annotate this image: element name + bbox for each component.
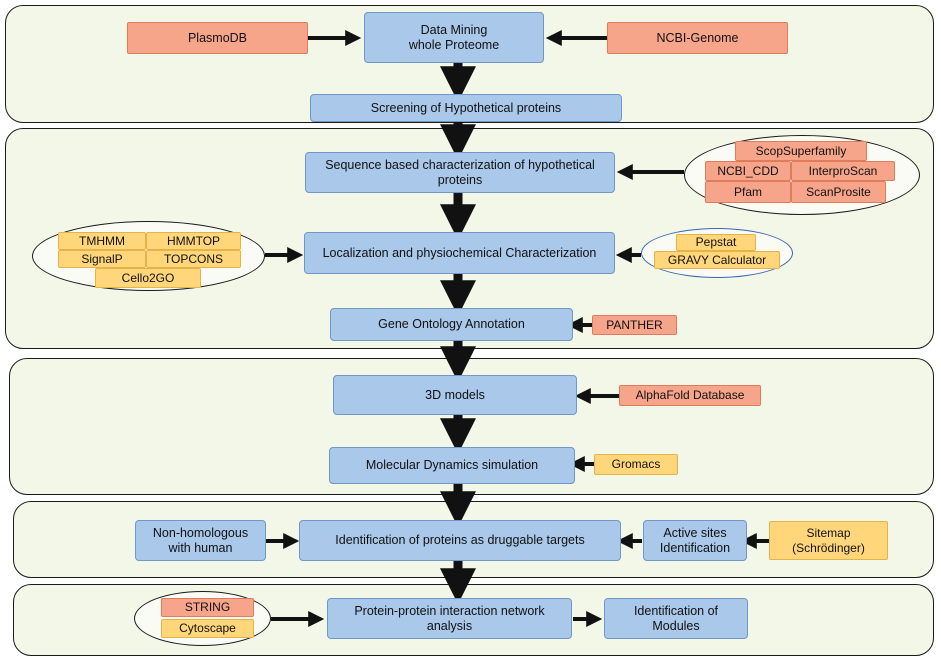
tmhmm-box: TMHMM <box>58 232 146 250</box>
cytoscape-box: Cytoscape <box>161 619 254 638</box>
signalp-label: SignalP <box>81 251 123 266</box>
localization-label: Localization and physiochemical Characte… <box>322 245 597 260</box>
seq-char-label-line1: Sequence based characterization of hypot… <box>325 157 595 172</box>
localization-box: Localization and physiochemical Characte… <box>304 232 615 274</box>
ncbi-genome-label: NCBI-Genome <box>656 30 739 45</box>
pepstat-box: Pepstat <box>676 234 756 251</box>
scanprosite-box: ScanProsite <box>791 181 886 203</box>
sitemap-box: Sitemap(Schrödinger) <box>769 521 888 560</box>
data-mining-label-line1: Data Mining <box>420 22 488 37</box>
panther-label: PANTHER <box>606 317 663 332</box>
3d-models-label: 3D models <box>425 387 485 402</box>
signalp-box: SignalP <box>58 250 146 268</box>
alphafold-label: AlphaFold Database <box>635 388 745 402</box>
active-sites-label-line1: Active sites <box>663 525 727 540</box>
druggable-targets-box: Identification of proteins as druggable … <box>299 520 621 561</box>
topcons-box: TOPCONS <box>146 250 241 268</box>
ncbi-cdd-box: NCBI_CDD <box>705 161 791 181</box>
cello2go-label: Cello2GO <box>121 270 175 285</box>
sequence-characterization-box: Sequence based characterization of hypot… <box>305 152 615 193</box>
screening-box: Screening of Hypothetical proteins <box>310 94 622 122</box>
string-label: STRING <box>184 600 231 614</box>
cytoscape-label: Cytoscape <box>179 621 236 635</box>
pfam-box: Pfam <box>705 181 791 203</box>
gene-ontology-box: Gene Ontology Annotation <box>330 308 573 341</box>
cello2go-box: Cello2GO <box>95 268 201 288</box>
gravy-calculator-label: GRAVY Calculator <box>667 252 767 267</box>
gromacs-box: Gromacs <box>594 454 678 475</box>
seq-char-label-line2: proteins <box>437 172 483 187</box>
interproscan-box: InterproScan <box>791 161 895 181</box>
druggable-targets-label: Identification of proteins as druggable … <box>335 533 585 547</box>
tmhmm-label: TMHMM <box>79 233 125 248</box>
hmmtop-box: HMMTOP <box>146 232 241 250</box>
interproscan-label: InterproScan <box>808 163 878 178</box>
screening-label: Screening of Hypothetical proteins <box>370 100 562 115</box>
gravy-calculator-box: GRAVY Calculator <box>654 251 780 269</box>
3d-models-box: 3D models <box>333 375 577 415</box>
sitemap-label-line1: Sitemap <box>806 525 851 540</box>
modules-label-line1: Identification of <box>633 603 719 618</box>
plasmodb-box: PlasmoDB <box>127 22 308 54</box>
sitemap-label-line2: (Schrödinger) <box>792 540 865 555</box>
ppi-network-label-line1: Protein-protein interaction network <box>354 603 545 618</box>
non-homologous-label-line1: Non-homologous <box>152 525 249 540</box>
string-box: STRING <box>161 598 254 617</box>
ppi-network-label-line2: analysis <box>426 618 473 633</box>
scanprosite-label: ScanProsite <box>806 184 871 199</box>
topcons-label: TOPCONS <box>163 251 224 266</box>
gene-ontology-label: Gene Ontology Annotation <box>378 317 525 331</box>
active-sites-label-line2: Identification <box>659 540 731 555</box>
scopsuperfamily-box: ScopSuperfamily <box>735 141 867 161</box>
pepstat-label: Pepstat <box>695 235 737 249</box>
non-homologous-label-line2: with human <box>168 540 233 555</box>
molecular-dynamics-box: Molecular Dynamics simulation <box>329 447 575 484</box>
gromacs-label: Gromacs <box>611 457 661 471</box>
ncbi-genome-box: NCBI-Genome <box>607 22 788 54</box>
alphafold-box: AlphaFold Database <box>619 385 761 406</box>
hmmtop-label: HMMTOP <box>166 233 221 248</box>
ncbi-cdd-label: NCBI_CDD <box>717 163 779 178</box>
molecular-dynamics-label: Molecular Dynamics simulation <box>365 458 539 472</box>
pfam-label: Pfam <box>733 184 762 199</box>
panther-box: PANTHER <box>592 315 677 335</box>
data-mining-label-line2: whole Proteome <box>408 37 500 52</box>
modules-label-line2: Modules <box>652 618 700 633</box>
scopsuperfamily-label: ScopSuperfamily <box>755 143 847 158</box>
plasmodb-label: PlasmoDB <box>187 30 248 45</box>
